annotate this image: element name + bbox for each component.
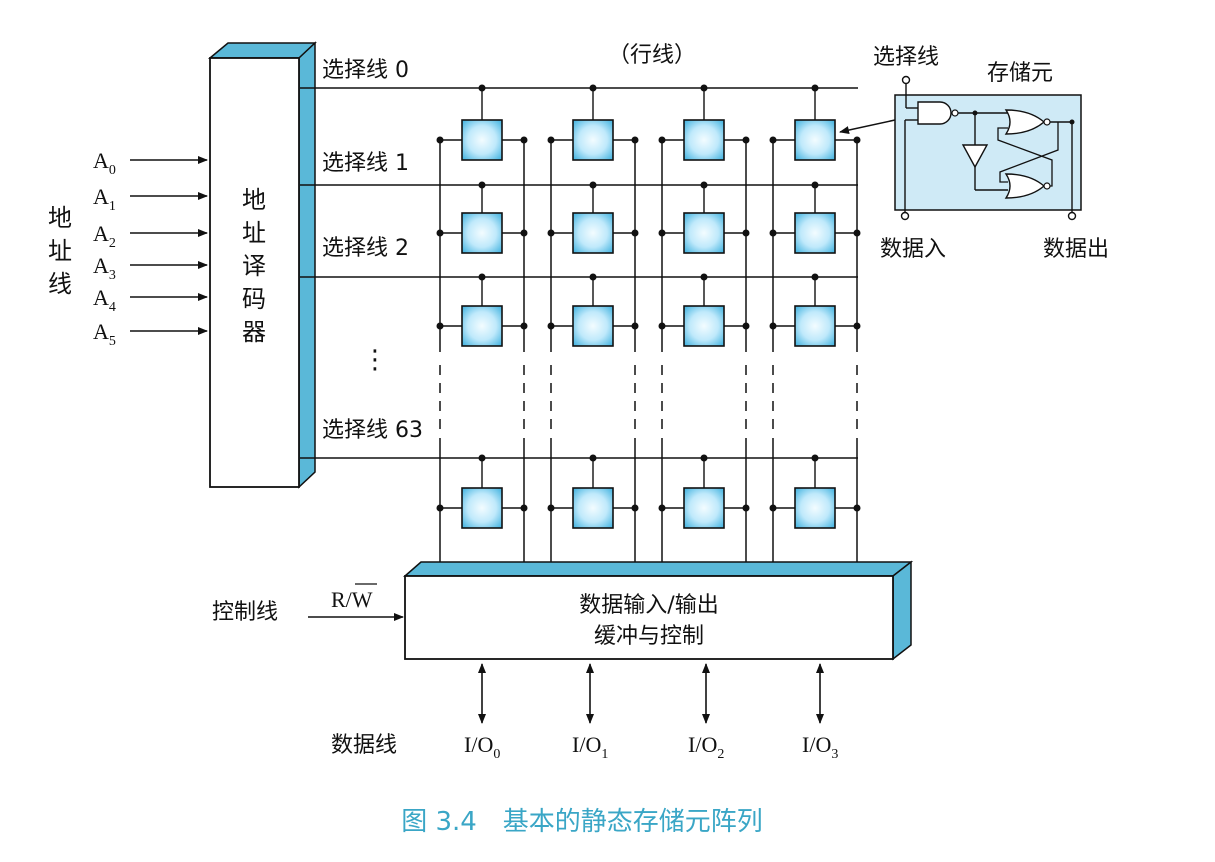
svg-text:I/O2: I/O2 <box>688 732 724 762</box>
address-input-A4: A4 <box>93 285 208 315</box>
buffer-line1: 数据输入/输出 <box>579 593 718 618</box>
memory-cell-r3-c3 <box>769 454 861 529</box>
io-port-0: I/O0 <box>464 663 500 762</box>
buffer-line2: 缓冲与控制 <box>594 624 704 649</box>
address-input-A5: A5 <box>93 319 208 349</box>
io-port-3: I/O3 <box>802 663 838 762</box>
memory-cell-r3-c2 <box>658 454 750 529</box>
select-line-63-label: 选择线 63 <box>322 418 423 443</box>
memory-cell-r3-c0 <box>436 454 528 529</box>
address-input-A0: A0 <box>93 148 208 178</box>
detail-select-label: 选择线 <box>873 45 939 70</box>
io-buffer-box: 数据输入/输出 缓冲与控制 <box>403 560 914 661</box>
memory-cell-r1-c1 <box>547 181 639 254</box>
control-line-label: 控制线 <box>212 600 278 625</box>
address-input-A2: A2 <box>93 221 208 251</box>
select-line-0-label: 选择线 0 <box>322 58 409 83</box>
io-port-2: I/O2 <box>688 663 724 762</box>
memory-cell-r0-c3 <box>769 84 861 161</box>
rw-signal-label: R/W <box>331 583 377 612</box>
figure-caption: 图 3.4 基本的静态存储元阵列 <box>401 807 763 837</box>
svg-text:A2: A2 <box>93 221 116 251</box>
memory-cell-r0-c2 <box>658 84 750 161</box>
nor-gate-lower-icon <box>1004 173 1046 199</box>
memory-cell-r1-c2 <box>658 181 750 254</box>
memory-cell-r1-c0 <box>436 181 528 254</box>
select-line-1-label: 选择线 1 <box>322 151 409 176</box>
memory-cell-r2-c0 <box>436 273 528 347</box>
svg-text:A4: A4 <box>93 285 116 315</box>
detail-data-in-label: 数据入 <box>880 237 946 262</box>
svg-text:A5: A5 <box>93 319 116 349</box>
detail-data-out-label: 数据出 <box>1043 237 1109 262</box>
rows-ellipsis: ⋮ <box>362 345 388 375</box>
svg-text:R/W: R/W <box>331 587 373 612</box>
svg-text:I/O0: I/O0 <box>464 732 500 762</box>
memory-cell-r1-c3 <box>769 181 861 254</box>
decoder-label: 地址译码器 <box>242 186 266 346</box>
detail-pointer-arrow <box>839 119 896 134</box>
memory-cell-r2-c3 <box>769 273 861 347</box>
address-input-A3: A3 <box>93 253 208 283</box>
memory-cell-r2-c1 <box>547 273 639 347</box>
address-decoder: 地址译码器 <box>207 41 317 489</box>
detail-title: 存储元 <box>987 61 1053 86</box>
svg-text:I/O3: I/O3 <box>802 732 838 762</box>
io-port-1: I/O1 <box>572 663 608 762</box>
data-lines-label: 数据线 <box>331 733 397 758</box>
memory-cell-r0-c0 <box>436 84 528 161</box>
row-line-note: （行线） <box>608 43 696 68</box>
memory-cell-r2-c2 <box>658 273 750 347</box>
svg-text:地址线: 地址线 <box>48 204 72 298</box>
memory-cell-r3-c1 <box>547 454 639 529</box>
address-lines-label: 地址线 <box>48 204 72 298</box>
svg-text:A0: A0 <box>93 148 116 178</box>
svg-text:I/O1: I/O1 <box>572 732 608 762</box>
svg-text:A3: A3 <box>93 253 116 283</box>
cell-grid <box>300 84 861 562</box>
io-ports: I/O0 I/O1 I/O2 I/O3 <box>464 663 838 762</box>
address-input-A1: A1 <box>93 184 208 214</box>
buffer-triangle-icon <box>961 144 989 169</box>
nor-gate-upper-icon <box>1004 109 1046 135</box>
cell-detail: 选择线 存储元 数据入 数据出 <box>873 45 1109 262</box>
select-line-2-label: 选择线 2 <box>322 236 409 261</box>
nand-gate-icon <box>917 101 952 125</box>
svg-text:A1: A1 <box>93 184 116 214</box>
memory-cell-r0-c1 <box>547 84 639 161</box>
